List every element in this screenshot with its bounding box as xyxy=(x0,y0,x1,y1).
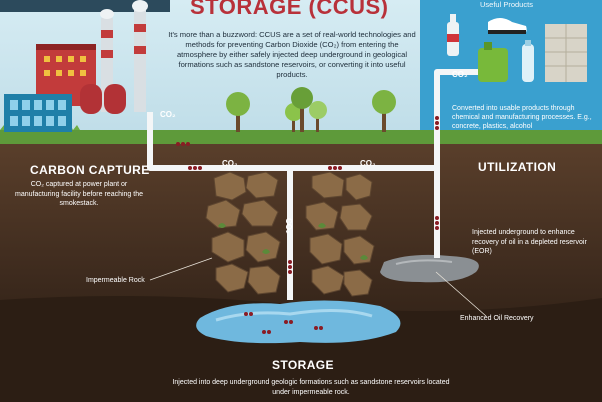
enhanced-oil-recovery-label: Enhanced Oil Recovery xyxy=(460,315,534,322)
co2-tag-mid: CO₂ xyxy=(222,159,238,168)
impermeable-rock-leader xyxy=(149,257,213,281)
useful-products-icons xyxy=(447,14,587,82)
storage-heading: STORAGE xyxy=(272,358,334,372)
soil-layer xyxy=(0,296,602,402)
page-title: STORAGE (CCUS) xyxy=(190,0,389,19)
header-band-left xyxy=(0,0,170,12)
co2-molecules xyxy=(176,116,439,334)
power-plant xyxy=(4,0,148,132)
impermeable-rock xyxy=(205,171,375,297)
co2-tag-up: CO₂ xyxy=(452,70,468,79)
storage-text: Injected into deep underground geologic … xyxy=(172,379,450,396)
useful-products-label: Useful Products xyxy=(480,0,533,9)
impermeable-rock-label: Impermeable Rock xyxy=(86,277,145,284)
intro-text: It's more than a buzzword: CCUS are a se… xyxy=(168,30,416,79)
trees xyxy=(226,87,396,132)
converted-text: Converted into usable products through c… xyxy=(452,105,592,130)
carbon-capture-text: CO₂ captured at power plant or manufactu… xyxy=(14,181,144,207)
carbon-capture-heading: CARBON CAPTURE xyxy=(30,163,150,177)
co2-tag-right: CO₂ xyxy=(360,159,376,168)
eor-leader xyxy=(435,271,487,317)
utilization-heading: UTILIZATION xyxy=(478,160,557,174)
co2-tag-down: CO₂ xyxy=(284,218,293,234)
utilization-text: Injected underground to enhance recovery… xyxy=(472,229,587,255)
co2-pipeline xyxy=(147,69,478,300)
grass xyxy=(0,130,602,144)
co2-tag-left: CO₂ xyxy=(160,110,176,119)
